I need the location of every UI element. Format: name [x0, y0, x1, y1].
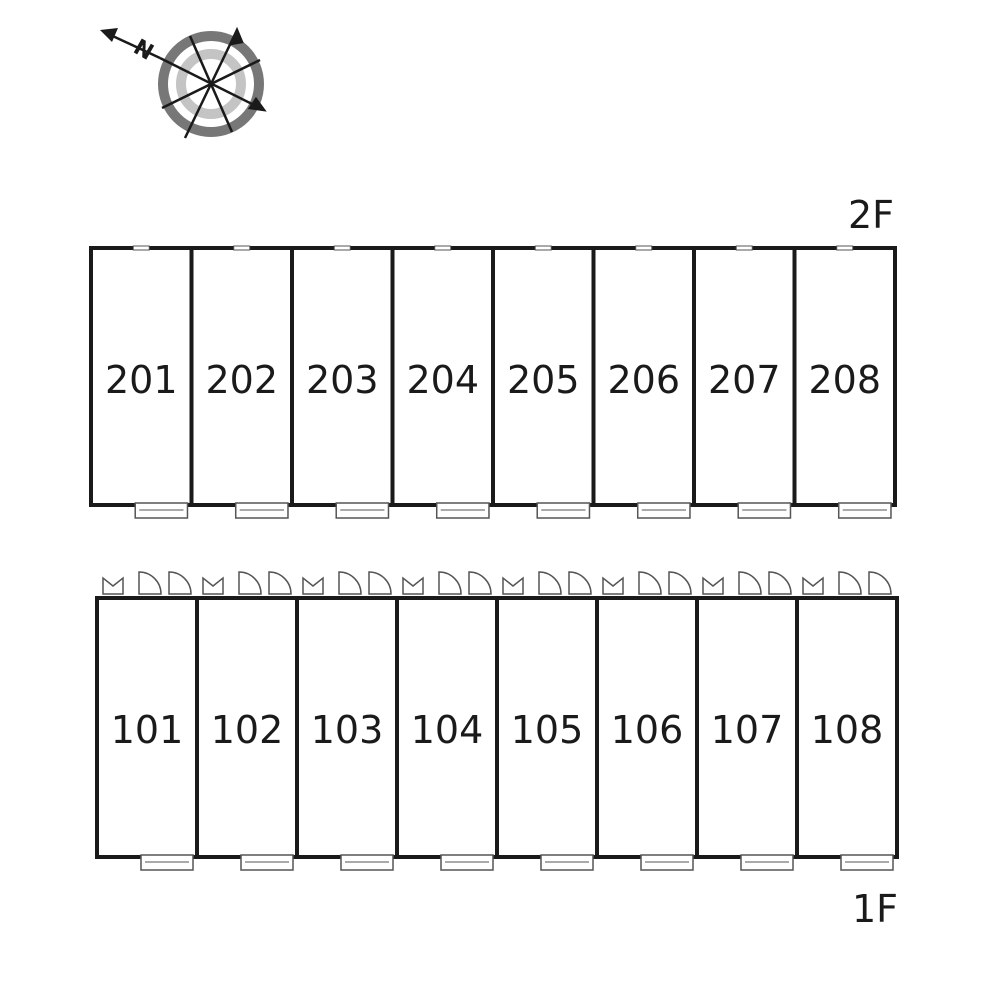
unit-number: 103: [311, 708, 384, 752]
balcony: [440, 854, 494, 871]
window-icon: [132, 245, 150, 251]
compass-inner-ring: [176, 49, 246, 119]
unit-number: 107: [711, 708, 784, 752]
unit-outline: [89, 246, 194, 507]
unit-105: 105: [495, 571, 599, 871]
entrance-icon: [402, 571, 492, 595]
balcony: [840, 854, 894, 871]
balcony: [234, 502, 289, 519]
unit-205: 205: [491, 245, 596, 519]
unit-number: 201: [105, 358, 178, 402]
unit-number: 207: [708, 358, 781, 402]
unit-number: 101: [111, 708, 184, 752]
unit-202: 202: [189, 245, 294, 519]
floor-1: 101 102 103 104 105 106 107 108: [95, 571, 899, 871]
entrance-icon: [502, 571, 592, 595]
unit-number: 105: [511, 708, 584, 752]
unit-104: 104: [395, 571, 499, 871]
unit-outline: [290, 246, 395, 507]
unit-outline: [295, 596, 399, 859]
floor-2: 201 202 203 204 205 206 207 208: [89, 245, 897, 519]
unit-number: 205: [507, 358, 580, 402]
unit-outline: [792, 246, 897, 507]
window-icon: [233, 245, 251, 251]
balcony: [540, 854, 594, 871]
balcony: [335, 502, 390, 519]
entrance-icon: [702, 571, 792, 595]
compass-outer-ring: [158, 31, 264, 137]
unit-outline: [495, 596, 599, 859]
balcony: [240, 854, 294, 871]
balcony: [134, 502, 189, 519]
balcony: [636, 502, 691, 519]
unit-101: 101: [95, 571, 199, 871]
window-icon: [735, 245, 753, 251]
compass: N: [100, 26, 267, 139]
unit-number: 204: [406, 358, 479, 402]
unit-206: 206: [591, 245, 696, 519]
unit-103: 103: [295, 571, 399, 871]
entrance-icon: [302, 571, 392, 595]
compass-north-label: N: [129, 35, 157, 66]
unit-204: 204: [390, 245, 495, 519]
unit-102: 102: [195, 571, 299, 871]
unit-106: 106: [595, 571, 699, 871]
balcony: [737, 502, 792, 519]
window-icon: [635, 245, 653, 251]
balcony: [740, 854, 794, 871]
unit-outline: [395, 596, 499, 859]
unit-number: 206: [607, 358, 680, 402]
unit-number: 203: [306, 358, 379, 402]
balcony: [435, 502, 490, 519]
balcony: [837, 502, 892, 519]
balcony: [640, 854, 694, 871]
compass-needle-icon: [159, 26, 267, 139]
balcony: [340, 854, 394, 871]
unit-207: 207: [692, 245, 797, 519]
entrance-icon: [802, 571, 892, 595]
unit-203: 203: [290, 245, 395, 519]
balcony: [536, 502, 591, 519]
unit-107: 107: [695, 571, 799, 871]
north-arrow-icon: N: [100, 28, 161, 66]
unit-outline: [95, 596, 199, 859]
entrance-icon: [202, 571, 292, 595]
unit-outline: [491, 246, 596, 507]
unit-number: 102: [211, 708, 284, 752]
unit-108: 108: [795, 571, 899, 871]
entrance-icon: [102, 571, 192, 595]
unit-outline: [195, 596, 299, 859]
unit-208: 208: [792, 245, 897, 519]
unit-number: 208: [808, 358, 881, 402]
unit-number: 202: [205, 358, 278, 402]
balcony: [140, 854, 194, 871]
unit-outline: [692, 246, 797, 507]
window-icon: [333, 245, 351, 251]
floor-label-2f: 2F: [848, 193, 894, 237]
floor-label-1f: 1F: [852, 887, 898, 931]
unit-number: 106: [611, 708, 684, 752]
unit-number: 104: [411, 708, 484, 752]
unit-number: 108: [811, 708, 884, 752]
window-icon: [534, 245, 552, 251]
entrance-icon: [602, 571, 692, 595]
window-icon: [836, 245, 854, 251]
unit-201: 201: [89, 245, 194, 519]
window-icon: [434, 245, 452, 251]
